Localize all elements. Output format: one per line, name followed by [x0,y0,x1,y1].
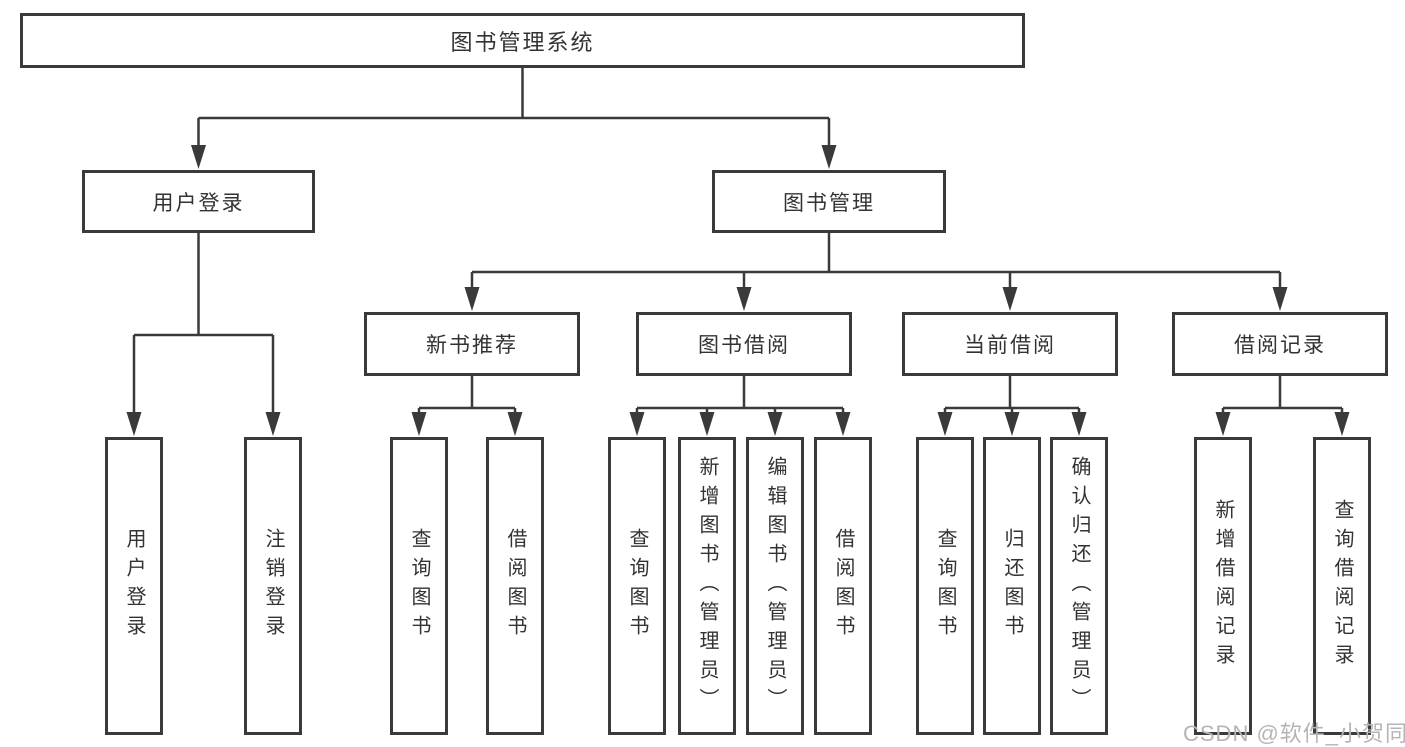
node-book-borrowing: 图书借阅 [636,312,852,376]
leaf-user-login: 用户登录 [105,437,163,735]
connector-current-borrowing-to-leaves [943,376,1081,416]
node-book-borrowing-label: 图书借阅 [698,334,790,357]
leaf-confirm-return-admin-label: 确认归还（管理员） [1068,455,1090,717]
leaf-recommend-query-books: 查询图书 [390,437,448,735]
arrowhead-icon [835,412,851,436]
arrowheads [126,145,1350,436]
connector-borrowing-records-to-leaves [1221,376,1344,416]
csdn-watermark: CSDN @软件_小贺同学 [1183,721,1405,746]
arrowhead-icon [265,412,281,436]
leaf-query-borrow-record: 查询借阅记录 [1313,437,1371,735]
leaf-current-query-books-label: 查询图书 [934,528,956,644]
node-library-system-label: 图书管理系统 [450,29,595,55]
node-user-login-label: 用户登录 [152,191,245,215]
leaf-borrowing-query-books-label: 查询图书 [626,528,648,644]
leaf-add-books-admin: 新增图书（管理员） [678,437,736,735]
leaf-logout-label: 注销登录 [262,528,284,644]
leaf-add-borrow-record-label: 新增借阅记录 [1212,499,1234,673]
arrowhead-icon [1002,287,1018,311]
arrowhead-icon [629,412,645,436]
arrowhead-icon [767,412,783,436]
arrowhead-icon [699,412,715,436]
node-current-borrowing-label: 当前借阅 [964,334,1056,357]
arrowhead-icon [1272,287,1288,311]
node-new-book-recommend: 新书推荐 [364,312,580,376]
leaf-return-books-label: 归还图书 [1001,528,1023,644]
leaf-add-borrow-record: 新增借阅记录 [1194,437,1252,735]
node-library-system: 图书管理系统 [20,13,1025,68]
node-borrowing-records: 借阅记录 [1172,312,1388,376]
node-user-login: 用户登录 [82,170,315,233]
connector-book-borrowing-to-leaves [635,376,845,416]
leaf-add-books-admin-label: 新增图书（管理员） [696,455,718,717]
arrowhead-icon [1004,412,1020,436]
node-book-management: 图书管理 [712,170,946,233]
arrowhead-icon [191,145,206,169]
arrowhead-icon [1071,412,1087,436]
connector-user-login-to-leaves [132,233,275,416]
leaf-recommend-borrow-books: 借阅图书 [486,437,544,735]
node-new-book-recommend-label: 新书推荐 [426,334,518,357]
leaf-borrowing-borrow-books: 借阅图书 [814,437,872,735]
connector-new-book-recommend-to-leaves [417,376,517,416]
leaf-edit-books-admin-label: 编辑图书（管理员） [764,455,786,717]
leaf-confirm-return-admin: 确认归还（管理员） [1050,437,1108,735]
arrowhead-icon [1215,412,1231,436]
connector-root-to-level2 [197,68,831,149]
leaf-logout: 注销登录 [244,437,302,735]
arrowhead-icon [464,287,480,311]
arrowhead-icon [821,145,837,169]
leaf-return-books: 归还图书 [983,437,1041,735]
arrowhead-icon [411,412,427,436]
arrowhead-icon [736,287,752,311]
leaf-user-login-label: 用户登录 [123,528,145,644]
arrowhead-icon [1334,412,1350,436]
arrowhead-icon [126,412,142,436]
arrowhead-icon [937,412,953,436]
node-borrowing-records-label: 借阅记录 [1234,334,1326,357]
leaf-query-borrow-record-label: 查询借阅记录 [1331,499,1353,673]
connector-book-management-to-level3 [470,233,1282,291]
node-current-borrowing: 当前借阅 [902,312,1118,376]
node-book-management-label: 图书管理 [783,191,875,215]
leaf-borrowing-borrow-books-label: 借阅图书 [832,528,854,644]
arrowhead-icon [507,412,523,436]
connector-paths [132,68,1344,416]
leaf-recommend-query-books-label: 查询图书 [408,528,430,644]
leaf-recommend-borrow-books-label: 借阅图书 [504,528,526,644]
leaf-edit-books-admin: 编辑图书（管理员） [746,437,804,735]
leaf-current-query-books: 查询图书 [916,437,974,735]
leaf-borrowing-query-books: 查询图书 [608,437,666,735]
